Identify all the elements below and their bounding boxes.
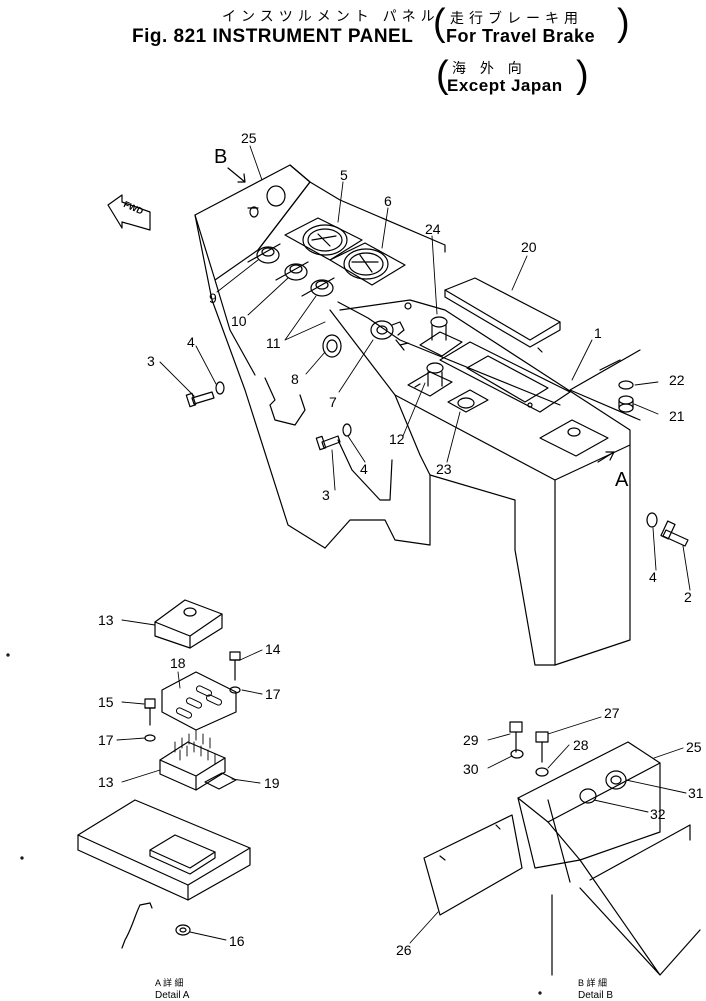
- paren-right-1: ): [617, 2, 630, 44]
- callout-4-lower: 4: [360, 461, 368, 477]
- callout-16: 16: [229, 933, 245, 949]
- callout-5: 5: [340, 167, 348, 183]
- callout-28: 28: [573, 737, 589, 753]
- bolt-2: [660, 520, 689, 547]
- callout-17-right: 17: [265, 686, 281, 702]
- callout-1: 1: [594, 325, 602, 341]
- paren-left-1: (: [433, 2, 446, 44]
- callout-9: 9: [209, 290, 217, 306]
- callout-8: 8: [291, 371, 299, 387]
- callout-17-left: 17: [98, 732, 114, 748]
- callout-14: 14: [265, 641, 281, 657]
- view-b-arrow: [227, 167, 246, 183]
- market-english: Except Japan: [447, 76, 563, 95]
- stray-mark: [6, 653, 10, 657]
- callout-11: 11: [266, 335, 281, 351]
- callout-3-lower: 3: [322, 487, 330, 503]
- view-a-arrow: [597, 451, 615, 463]
- callout-4-right: 4: [649, 569, 657, 585]
- paren-left-2: (: [436, 54, 449, 96]
- top-cover-25: [247, 185, 286, 218]
- callout-25-detail: 25: [686, 739, 702, 755]
- callout-21: 21: [669, 408, 685, 424]
- callout-12: 12: [389, 431, 405, 447]
- washer-4-right: [646, 512, 658, 528]
- variant-english: For Travel Brake: [446, 26, 596, 46]
- detail-b-drawing: [423, 721, 701, 976]
- callout-31: 31: [688, 785, 704, 801]
- view-b-marker: B: [214, 146, 227, 168]
- cover-20: [444, 277, 561, 353]
- detail-a-drawing: [77, 599, 251, 949]
- paren-right-2: ): [576, 54, 589, 96]
- callout-7: 7: [329, 394, 337, 410]
- leader-lines-detail-b: [409, 716, 687, 944]
- callout-15: 15: [98, 694, 114, 710]
- callout-3-upper: 3: [147, 353, 155, 369]
- detail-b-caption-jp: B 詳 細: [578, 977, 607, 988]
- gauge-cluster: [247, 217, 406, 297]
- leader-lines-detail-a: [116, 619, 263, 941]
- nut-21: [618, 395, 634, 413]
- bolt-3-lower: [315, 435, 341, 451]
- callout-4-upper: 4: [187, 334, 195, 350]
- callout-13-cover: 13: [98, 612, 114, 628]
- callout-24: 24: [425, 221, 441, 237]
- callout-20: 20: [521, 239, 537, 255]
- key-switch-7: [370, 302, 412, 351]
- detail-a-caption: Detail A: [155, 990, 190, 1001]
- stray-mark: [538, 991, 542, 995]
- callout-25: 25: [241, 130, 257, 146]
- variant-japanese: 走行ブレーキ用: [450, 10, 583, 26]
- fwd-arrow: [107, 194, 151, 231]
- bolt-3-upper: [185, 391, 215, 408]
- leader-lines-main: [159, 145, 691, 591]
- stray-mark: [20, 856, 24, 860]
- detail-a-caption-jp: A 詳 細: [155, 977, 184, 988]
- figure-title: Fig. 821 INSTRUMENT PANEL: [132, 26, 414, 47]
- washer-22: [618, 380, 634, 390]
- title-japanese: インスツルメント パネル: [222, 8, 440, 24]
- callout-29: 29: [463, 732, 479, 748]
- callout-27: 27: [604, 705, 620, 721]
- callout-23: 23: [436, 461, 452, 477]
- control-levers: [407, 316, 609, 457]
- callout-13-block: 13: [98, 774, 114, 790]
- callout-32: 32: [650, 806, 666, 822]
- callout-10: 10: [231, 313, 247, 329]
- detail-b-caption: Detail B: [578, 990, 613, 1001]
- callout-2: 2: [684, 589, 692, 605]
- lamp-8: [322, 334, 342, 358]
- view-a-marker: A: [615, 469, 629, 491]
- callout-6: 6: [384, 193, 392, 209]
- callout-18: 18: [170, 655, 186, 671]
- callout-30: 30: [463, 761, 479, 777]
- market-japanese: 海 外 向: [452, 60, 527, 76]
- washer-4-lower: [342, 423, 352, 437]
- callout-19: 19: [264, 775, 280, 791]
- fwd-label: FWD: [122, 199, 145, 217]
- washer-4-upper: [215, 381, 225, 395]
- callout-22: 22: [669, 372, 685, 388]
- instrument-console: [194, 164, 641, 666]
- callout-26: 26: [396, 942, 412, 958]
